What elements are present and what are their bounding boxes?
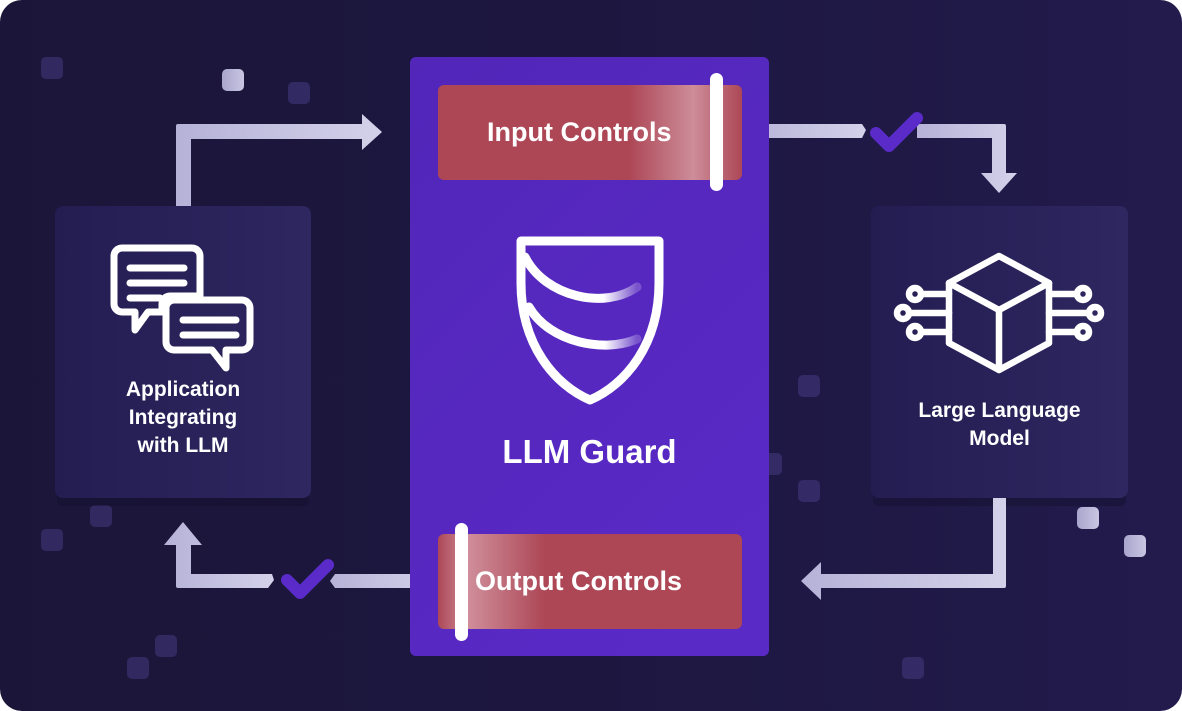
checkmark-icon xyxy=(281,559,334,599)
arrow-up-icon xyxy=(164,522,438,588)
chat-bubbles-icon xyxy=(110,244,254,372)
decor-square xyxy=(1124,535,1146,557)
application-label-line: Integrating xyxy=(128,406,238,429)
output-controls-label: Output Controls xyxy=(475,566,682,596)
input-gate-bar xyxy=(710,73,723,191)
llm-label-line: Large Language xyxy=(918,399,1081,422)
decor-square xyxy=(798,480,820,502)
decor-square xyxy=(127,657,149,679)
application-label: Application Integrating with LLM xyxy=(55,376,311,460)
shield-icon xyxy=(516,236,664,405)
input-controls-label: Input Controls xyxy=(487,117,672,147)
decor-square xyxy=(155,635,177,657)
application-node: Application Integrating with LLM xyxy=(55,206,311,498)
llm-node: Large Language Model xyxy=(871,206,1128,498)
decor-square xyxy=(90,505,112,527)
decor-square xyxy=(798,375,820,397)
output-controls-box: Output Controls xyxy=(438,534,742,629)
decor-square xyxy=(902,657,924,679)
decor-square xyxy=(222,69,244,91)
llm-label-line: Model xyxy=(969,427,1030,450)
decor-square xyxy=(41,57,63,79)
input-controls-box: Input Controls xyxy=(438,85,742,180)
checkmark-icon xyxy=(870,112,923,152)
arrow-right-icon xyxy=(176,114,382,206)
application-label-line: Application xyxy=(125,378,241,401)
arrow-down-icon xyxy=(740,124,1017,193)
output-gate-bar xyxy=(455,523,468,641)
application-label-line: with LLM xyxy=(137,434,229,457)
decor-square xyxy=(1077,507,1099,529)
decor-square xyxy=(288,82,310,104)
arrow-left-icon xyxy=(801,498,1006,600)
llm-guard-title: LLM Guard xyxy=(502,433,677,470)
llm-label: Large Language Model xyxy=(871,397,1128,453)
decor-square xyxy=(41,529,63,551)
cube-circuit-icon xyxy=(893,252,1105,374)
